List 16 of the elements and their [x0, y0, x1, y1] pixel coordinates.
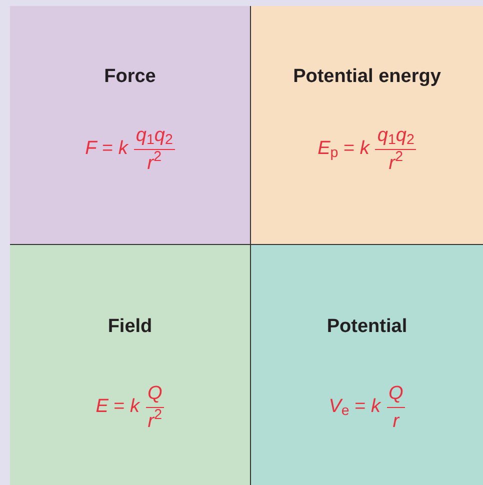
- formula-panel: [251, 245, 483, 485]
- formula-lhs: F = k: [85, 136, 128, 161]
- panel-heading: Potential energy: [293, 65, 441, 89]
- formula-panel: [10, 6, 251, 245]
- formula-panel: [10, 245, 251, 485]
- formula-lhs: E$_{p}$ = k: [318, 136, 370, 164]
- panel-heading: Force: [104, 65, 156, 89]
- panel-heading: Field: [108, 315, 152, 339]
- fraction: Q r: [386, 380, 406, 434]
- formula-lhs: E = k: [96, 394, 140, 419]
- fraction: q$_{1}$q$_{2}$ r$^{2}$: [375, 122, 416, 176]
- fraction: q$_{1}$q$_{2}$ r$^{2}$: [134, 122, 175, 176]
- fraction: Q r$^{2}$: [146, 380, 164, 434]
- panel-heading: Potential: [326, 315, 408, 339]
- formula-panel: [251, 6, 483, 245]
- formula-lhs: V$_{e}$ = k: [328, 394, 380, 422]
